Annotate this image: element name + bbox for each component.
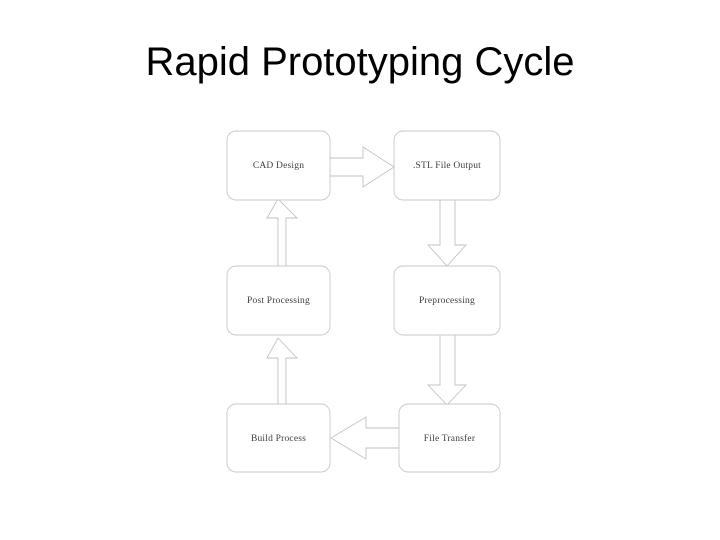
node-preprocessing-box [393, 265, 501, 336]
node-stl-file-output-label: .STL File Output [413, 161, 481, 171]
node-preprocessing-label: Preprocessing [419, 296, 475, 306]
node-build-process-box [226, 403, 331, 473]
node-build-process-label: Build Process [251, 434, 306, 444]
node-post-processing-label: Post Processing [247, 296, 310, 306]
arrow-stl-to-preprocessing [426, 199, 468, 267]
page-title: Rapid Prototyping Cycle [145, 40, 575, 84]
node-file-transfer[interactable]: File Transfer [398, 403, 501, 473]
node-post-processing[interactable]: Post Processing [226, 265, 331, 336]
arrow-cad-to-stl [329, 146, 395, 188]
arrow-file-transfer-to-build [330, 416, 400, 460]
node-preprocessing[interactable]: Preprocessing [393, 265, 501, 336]
node-cad-design[interactable]: CAD Design [226, 130, 331, 201]
node-stl-file-output-box [393, 130, 501, 201]
arrow-build-to-post [266, 337, 299, 405]
node-build-process[interactable]: Build Process [226, 403, 331, 473]
node-stl-file-output[interactable]: .STL File Output [393, 130, 501, 201]
node-file-transfer-label: File Transfer [424, 433, 476, 444]
arrow-preprocessing-to-file-transfer [426, 334, 468, 406]
node-post-processing-box [226, 265, 331, 336]
node-cad-design-box [226, 130, 331, 201]
arrow-post-to-cad [266, 198, 299, 267]
node-file-transfer-box [398, 403, 501, 473]
node-cad-design-label: CAD Design [253, 161, 304, 171]
